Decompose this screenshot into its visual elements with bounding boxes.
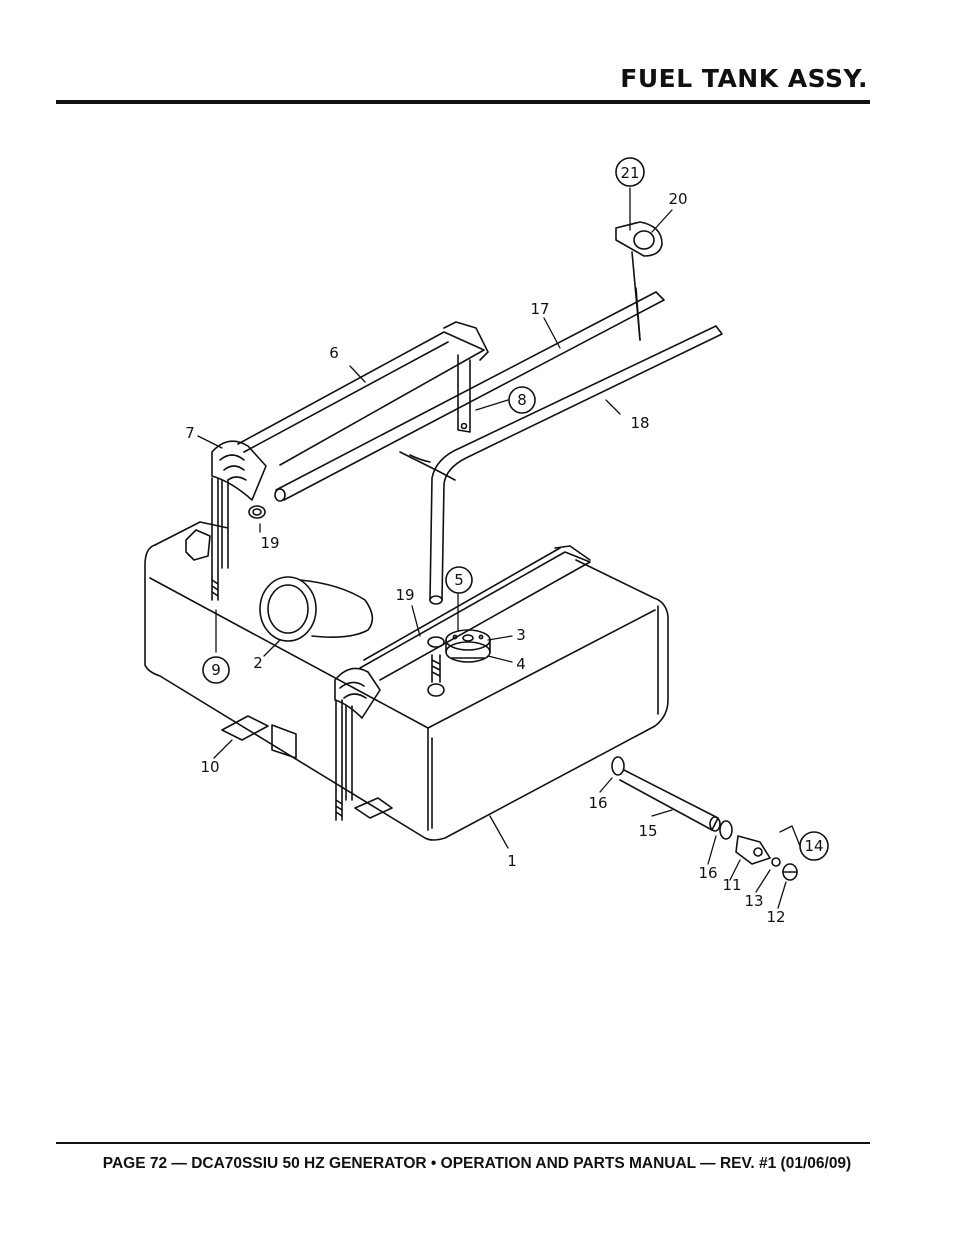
callout-ring-21 bbox=[615, 157, 645, 187]
fuel-gauge-sender bbox=[445, 629, 491, 663]
title-rule bbox=[56, 100, 870, 104]
callout-16-left: 16 bbox=[588, 794, 607, 812]
hose-clamp-19-upper bbox=[248, 505, 266, 519]
callout-17: 17 bbox=[530, 300, 549, 318]
hose-clamp-20 bbox=[615, 221, 663, 341]
callout-11: 11 bbox=[722, 876, 741, 894]
tank-mounting-bracket bbox=[221, 715, 393, 819]
callout-1: 1 bbox=[507, 852, 517, 870]
callout-7: 7 bbox=[185, 424, 195, 442]
callout-ring-9 bbox=[202, 656, 230, 684]
callout-9: 9 bbox=[211, 661, 221, 679]
callout-ring-8 bbox=[508, 386, 536, 414]
callout-3: 3 bbox=[516, 626, 526, 644]
strap-rod bbox=[211, 477, 353, 821]
callout-14: 14 bbox=[804, 837, 823, 855]
fuel-tank-body bbox=[144, 451, 669, 841]
callout-10: 10 bbox=[200, 758, 219, 776]
strap-rubber-pad bbox=[211, 440, 381, 719]
callout-18: 18 bbox=[630, 414, 649, 432]
drain-hose-assembly bbox=[611, 756, 798, 881]
tank-strap-front bbox=[359, 545, 591, 681]
fuel-hose-18 bbox=[429, 325, 723, 605]
callout-4: 4 bbox=[516, 655, 526, 673]
callout-16-right: 16 bbox=[698, 864, 717, 882]
leader-lines bbox=[197, 187, 801, 909]
callout-ring-14 bbox=[799, 831, 829, 861]
callout-19-lower: 19 bbox=[395, 586, 414, 604]
suction-fitting bbox=[427, 636, 445, 697]
callout-12: 12 bbox=[766, 908, 785, 926]
vent-elbow bbox=[185, 529, 211, 561]
callout-ring-5 bbox=[445, 566, 473, 594]
callout-8: 8 bbox=[517, 391, 527, 409]
callout-2: 2 bbox=[253, 654, 263, 672]
callout-5: 5 bbox=[454, 571, 464, 589]
tank-strap-rear bbox=[237, 321, 489, 466]
callout-21: 21 bbox=[620, 164, 639, 182]
callout-13: 13 bbox=[744, 892, 763, 910]
page-footer: PAGE 72 — DCA70SSIU 50 HZ GENERATOR • OP… bbox=[102, 1155, 852, 1172]
page-title: FUEL TANK ASSY. bbox=[620, 64, 868, 93]
callout-19-upper: 19 bbox=[260, 534, 279, 552]
footer-rule bbox=[56, 1142, 870, 1144]
callout-15: 15 bbox=[638, 822, 657, 840]
callout-6: 6 bbox=[329, 344, 339, 362]
callout-20: 20 bbox=[668, 190, 687, 208]
filler-neck bbox=[259, 576, 374, 642]
